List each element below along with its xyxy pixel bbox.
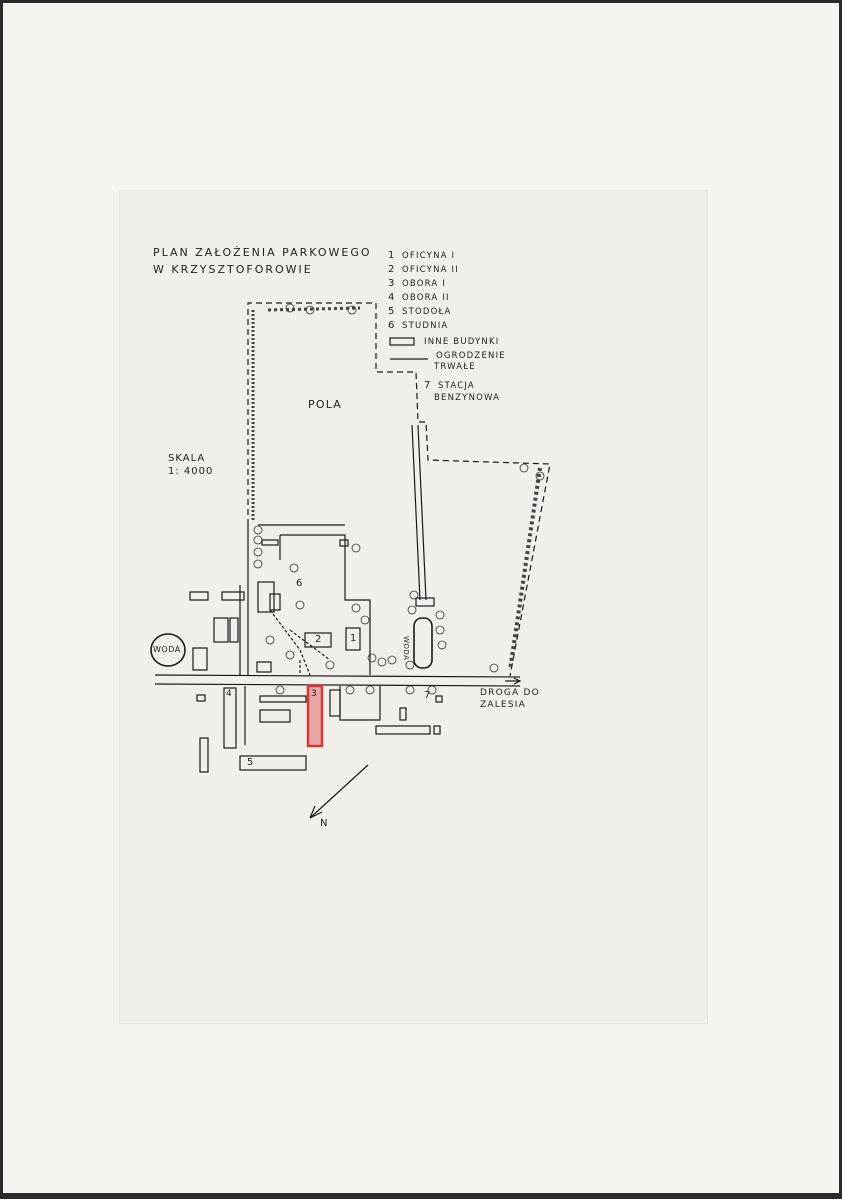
map-scale: SKALA 1: 4000 — [168, 452, 213, 478]
legend-label: STODOŁA — [402, 307, 452, 317]
building-small-ne — [339, 539, 349, 547]
building-s6 — [399, 707, 407, 721]
label-building-1: 1 — [350, 633, 358, 644]
legend-other-buildings: INNE BUDYNKI — [424, 337, 500, 347]
park-fence — [279, 534, 371, 675]
north-arrow — [309, 764, 369, 819]
label-station: 7 — [424, 690, 432, 701]
legend-num: 5 — [388, 306, 396, 317]
building-s1 — [196, 694, 206, 702]
label-fields: POLA — [308, 398, 342, 411]
map-title-line2: W KRZYSZTOFOROWIE — [153, 263, 313, 276]
building-stodola — [239, 755, 307, 771]
legend-label: OFICYNA I — [402, 251, 456, 261]
scale-label: SKALA — [168, 453, 206, 464]
label-water-right: WODA — [402, 636, 410, 661]
scale-value: 1: 4000 — [168, 466, 214, 477]
label-building-3: 3 — [311, 689, 318, 699]
label-water-left: WODA — [153, 645, 181, 654]
legend-item: 4 OBORA II — [388, 292, 450, 303]
building-s3 — [259, 709, 291, 723]
field-path — [411, 424, 427, 601]
legend-station-line2: BENZYNOWA — [434, 393, 501, 403]
building-s5 — [329, 689, 341, 717]
label-well: 6 — [296, 578, 304, 589]
label-north: N — [320, 818, 329, 829]
building-w1 — [189, 591, 209, 601]
legend-item: 6 STUDNIA — [388, 320, 448, 331]
label-building-5: 5 — [247, 757, 255, 768]
building-obora-2 — [223, 687, 237, 749]
legend-label: OBORA I — [402, 279, 447, 289]
legend-fence-line2: TRWAŁE — [434, 362, 476, 372]
legend-num: 1 — [388, 250, 396, 261]
boundary-dashed — [247, 302, 551, 677]
building-w4 — [229, 617, 239, 643]
pond-left — [150, 633, 186, 667]
building-w3 — [213, 617, 229, 643]
legend-num: 3 — [388, 278, 396, 289]
legend-label: OFICYNA II — [402, 265, 459, 275]
legend-fence-line1: OGRODZENIE — [436, 351, 506, 361]
building-w5 — [192, 647, 208, 671]
building-s8 — [433, 725, 441, 735]
legend-item: 2 OFICYNA II — [388, 264, 459, 275]
building-gate — [415, 597, 435, 607]
legend-num: 4 — [388, 292, 396, 303]
label-road-line1: DROGA DO — [480, 688, 540, 698]
building-oficyna-1 — [345, 627, 361, 651]
legend-item: 3 OBORA I — [388, 278, 446, 289]
park-path — [269, 609, 331, 676]
legend-num: 2 — [388, 264, 396, 275]
legend-label: STUDNIA — [402, 321, 449, 331]
tree-row-east — [508, 467, 542, 671]
map-plate — [120, 191, 707, 1023]
legend-station-num: 7 — [424, 380, 432, 391]
building-w2 — [221, 591, 245, 601]
building-s9 — [435, 695, 443, 703]
building-w6 — [256, 661, 272, 673]
building-mansion — [257, 581, 275, 613]
legend-item: 1 OFICYNA I — [388, 250, 455, 261]
label-road-line2: ZALESIA — [480, 700, 526, 710]
building-s4 — [199, 737, 209, 773]
pond-right — [413, 617, 433, 669]
legend-station-line1: STACJA — [438, 381, 475, 391]
map-title-line1: PLAN ZAŁOŻENIA PARKOWEGO — [153, 246, 372, 259]
building-obora-1-highlight — [306, 684, 324, 748]
building-oficyna-2 — [304, 632, 332, 648]
road-arrow — [505, 677, 522, 685]
label-building-2: 2 — [315, 634, 323, 645]
label-building-4: 4 — [226, 689, 233, 699]
paper-sheet — [3, 3, 839, 1193]
building-ice — [261, 539, 279, 546]
building-mansion-wing — [269, 593, 281, 611]
building-s7 — [375, 725, 431, 735]
legend-label: OBORA II — [402, 293, 450, 303]
trees — [253, 303, 545, 695]
legend-building-symbol — [389, 337, 415, 346]
road — [154, 674, 521, 687]
legend-item: 5 STODOŁA — [388, 306, 452, 317]
map-title: PLAN ZAŁOŻENIA PARKOWEGO W KRZYSZTOFOROW… — [153, 244, 372, 278]
building-s2 — [259, 695, 307, 703]
legend-num: 6 — [388, 320, 396, 331]
